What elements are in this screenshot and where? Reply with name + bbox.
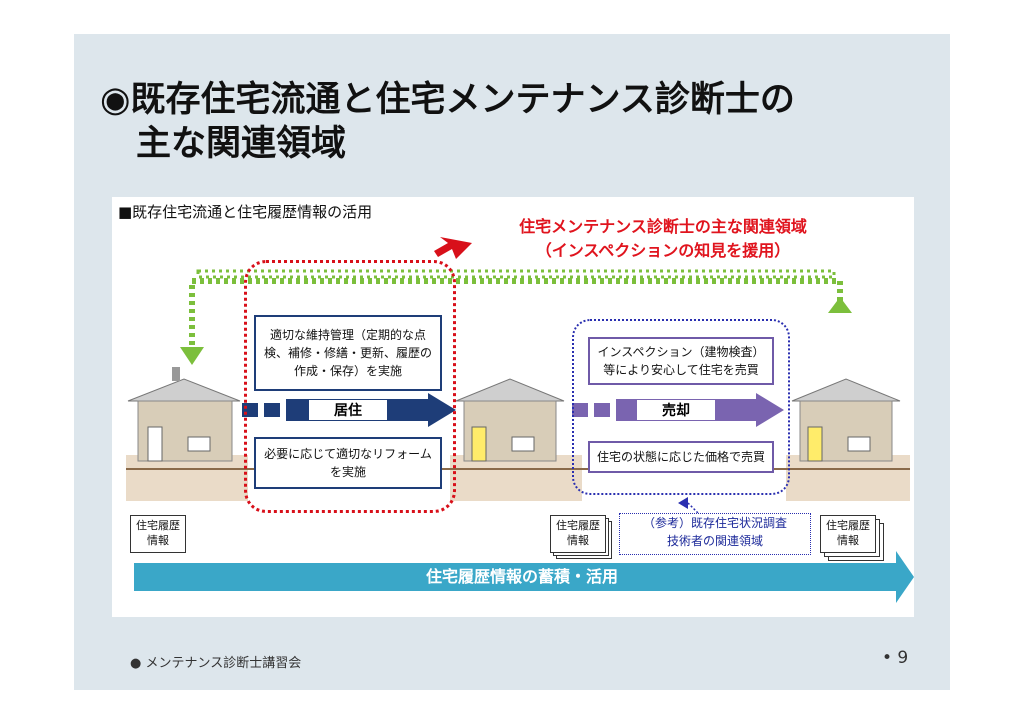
doc-label-line-1: 住宅履歴 bbox=[556, 519, 600, 532]
green-arrowhead-left bbox=[180, 347, 204, 365]
red-pointer-arrow bbox=[434, 237, 472, 259]
ground-middle bbox=[450, 455, 582, 501]
reference-box: （参考）既存住宅状況調査 技術者の関連領域 bbox=[619, 513, 811, 555]
house-left bbox=[127, 367, 241, 462]
house-right bbox=[791, 378, 901, 462]
slide-title: ◉既存住宅流通と住宅メンテナンス診断士の 主な関連領域 bbox=[100, 78, 930, 166]
doc-label-line-2: 情報 bbox=[567, 534, 589, 547]
ground-left bbox=[126, 455, 248, 501]
maintenance-zone-border bbox=[244, 260, 456, 513]
green-arrowhead-right bbox=[828, 297, 852, 313]
footer-text: ● メンテナンス診断士講習会 bbox=[130, 656, 302, 671]
history-doc-middle: 住宅履歴 情報 bbox=[550, 515, 612, 559]
blue-pointer-arrowhead bbox=[678, 497, 688, 509]
doc-label-line-2: 情報 bbox=[147, 534, 169, 547]
title-line-2: 主な関連領域 bbox=[136, 124, 347, 164]
teal-bottom-arrow bbox=[134, 551, 914, 603]
doc-page bbox=[130, 515, 186, 553]
diagram-graphics bbox=[126, 237, 914, 603]
doc-label: 住宅履歴 情報 bbox=[550, 518, 606, 548]
history-doc-left: 住宅履歴 情報 bbox=[130, 515, 188, 555]
residence-arrow-label: 居住 bbox=[308, 399, 388, 421]
doc-label-line-2: 情報 bbox=[837, 534, 859, 547]
ground-right bbox=[786, 455, 910, 501]
doc-label-line-1: 住宅履歴 bbox=[136, 519, 180, 532]
page-number: • 9 bbox=[882, 648, 909, 668]
inspection-box: インスペクション（建物検査）等により安心して住宅を売買 bbox=[588, 337, 774, 385]
green-top-band bbox=[196, 269, 836, 279]
figure-subtitle: ■既存住宅流通と住宅履歴情報の活用 bbox=[118, 203, 373, 221]
purple-dash-1 bbox=[572, 403, 588, 417]
doc-page bbox=[820, 515, 876, 553]
sale-arrow-label: 売却 bbox=[636, 399, 716, 421]
green-cycle-arrow bbox=[189, 278, 843, 353]
history-doc-right: 住宅履歴 情報 bbox=[820, 515, 884, 561]
doc-label-line-1: 住宅履歴 bbox=[826, 519, 870, 532]
title-line-1: ◉既存住宅流通と住宅メンテナンス診断士の bbox=[100, 80, 795, 120]
highlight-title: 住宅メンテナンス診断士の主な関連領域 （インスペクションの知見を援用） bbox=[468, 215, 858, 263]
blue-pointer-line bbox=[687, 502, 699, 514]
purple-dash-2 bbox=[594, 403, 610, 417]
doc-page bbox=[550, 515, 606, 553]
highlight-title-line-1: 住宅メンテナンス診断士の主な関連領域 bbox=[519, 217, 807, 236]
reference-line-2: 技術者の関連領域 bbox=[666, 534, 763, 548]
doc-label: 住宅履歴 情報 bbox=[820, 518, 876, 548]
reform-box: 必要に応じて適切なリフォームを実施 bbox=[254, 437, 442, 489]
maintenance-box: 適切な維持管理（定期的な点検、補修・修繕・更新、履歴の作成・保存）を実施 bbox=[254, 315, 442, 391]
house-middle bbox=[455, 378, 565, 462]
price-box: 住宅の状態に応じた価格で売買 bbox=[588, 441, 774, 473]
bottom-arrow-label: 住宅履歴情報の蓄積・活用 bbox=[425, 567, 618, 586]
inspection-zone-border bbox=[572, 319, 790, 495]
diagram-figure: ■既存住宅流通と住宅履歴情報の活用 住宅メンテナンス診断士の主な関連領域 （イン… bbox=[112, 197, 914, 617]
highlight-title-line-2: （インスペクションの知見を援用） bbox=[535, 241, 791, 260]
navy-dash-2 bbox=[264, 403, 280, 417]
doc-label: 住宅履歴 情報 bbox=[130, 518, 186, 548]
reference-line-1: （参考）既存住宅状況調査 bbox=[642, 516, 787, 530]
